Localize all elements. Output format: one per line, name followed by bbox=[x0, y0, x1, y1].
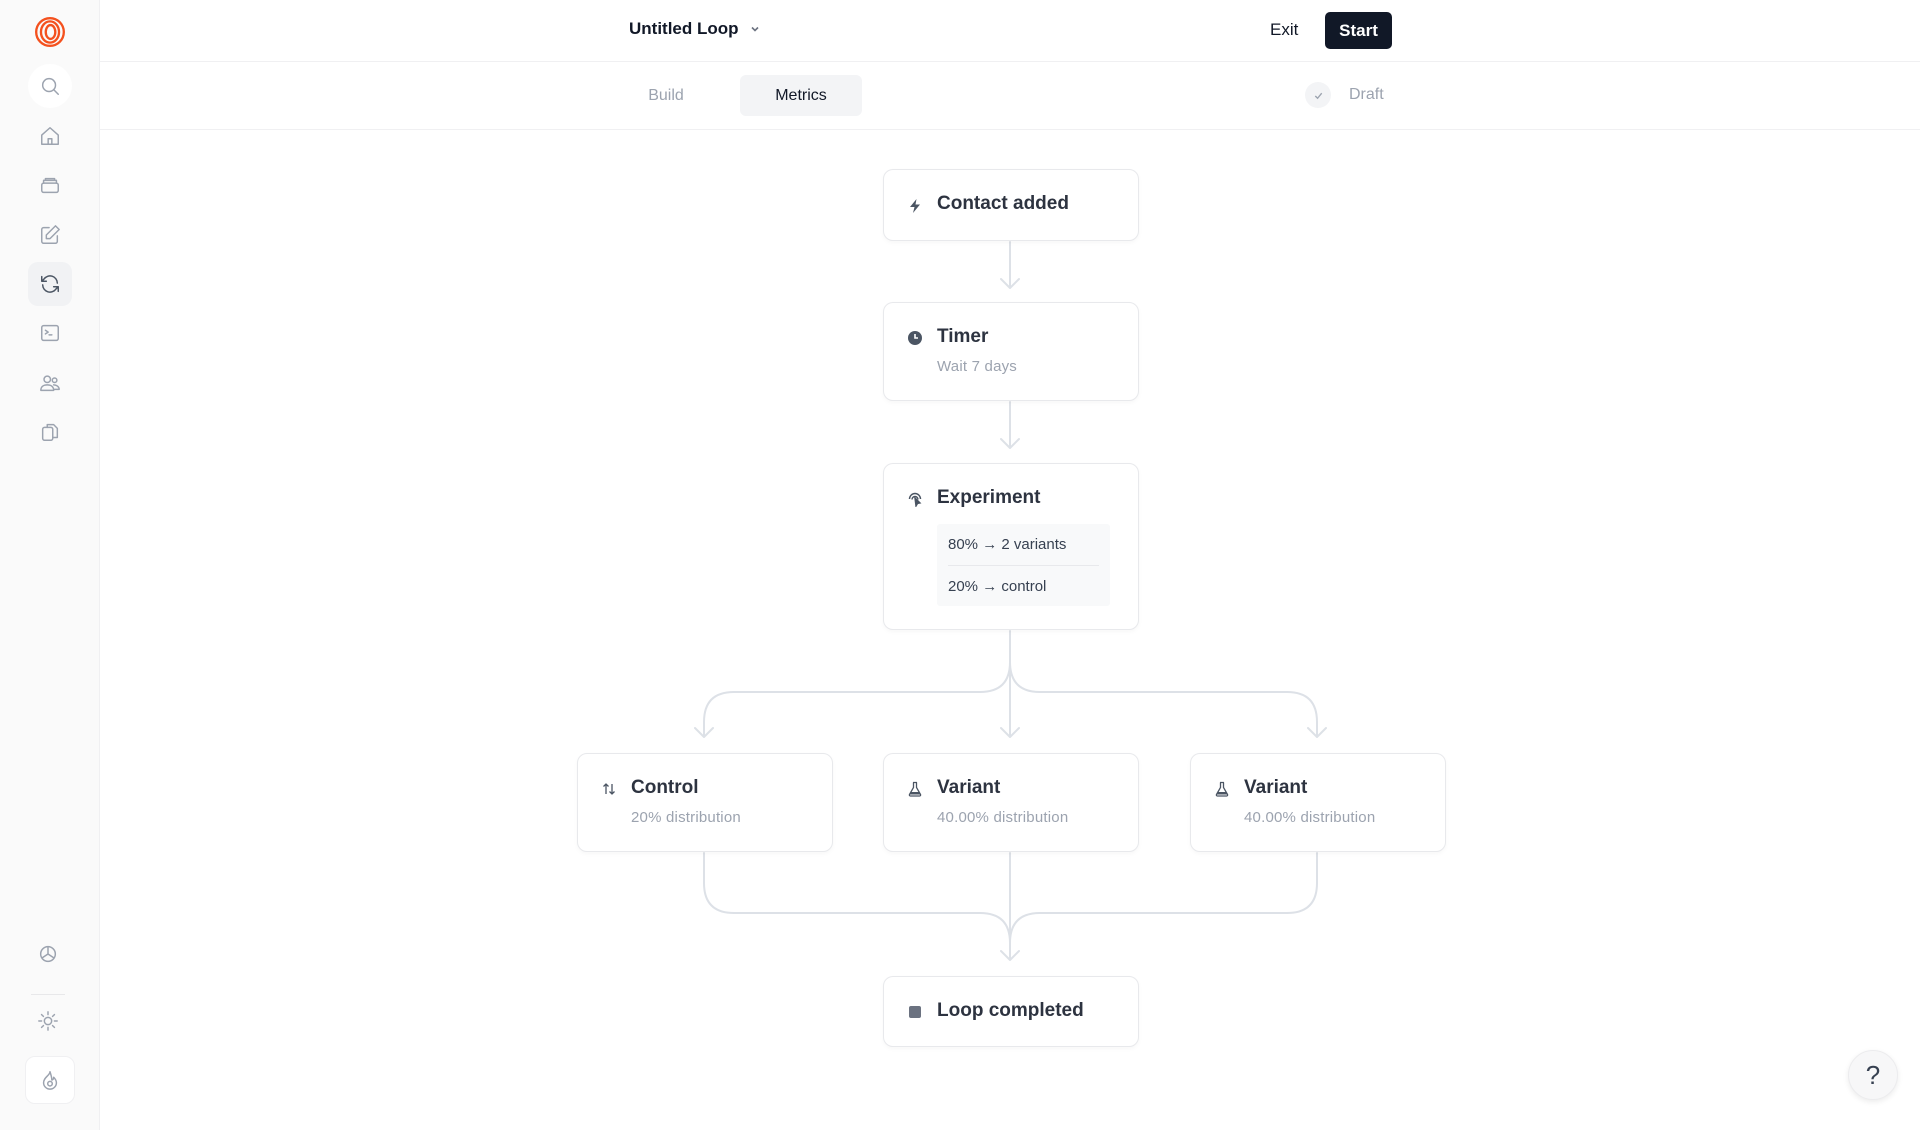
exit-button[interactable]: Exit bbox=[1270, 20, 1299, 39]
split-row: 80% → 2 variants bbox=[948, 536, 1067, 553]
sidebar-divider bbox=[31, 994, 65, 995]
loop-title-dropdown[interactable]: Untitled Loop bbox=[629, 19, 761, 39]
loop-title: Untitled Loop bbox=[629, 19, 739, 38]
lightning-icon bbox=[906, 197, 924, 215]
connector bbox=[703, 852, 1011, 944]
clock-icon bbox=[906, 329, 924, 347]
refresh-loop-icon[interactable] bbox=[28, 262, 72, 306]
sidebar bbox=[0, 0, 100, 1130]
node-title: Loop completed bbox=[937, 1000, 1084, 1021]
node-title: Variant bbox=[937, 777, 1001, 798]
users-icon[interactable] bbox=[28, 361, 72, 405]
node-subtitle: Wait 7 days bbox=[937, 358, 1018, 375]
top-header: Untitled Loop Exit Start bbox=[100, 0, 1920, 62]
node-subtitle: 20% distribution bbox=[631, 809, 741, 826]
sun-icon[interactable] bbox=[26, 999, 70, 1043]
connector bbox=[1000, 241, 1020, 289]
check-icon bbox=[1305, 82, 1331, 108]
stop-icon bbox=[906, 1003, 924, 1021]
tab-bar: Build Metrics Draft bbox=[100, 62, 1920, 130]
experiment-icon bbox=[906, 490, 924, 508]
node-title: Variant bbox=[1244, 777, 1308, 798]
start-button[interactable]: Start bbox=[1325, 12, 1392, 49]
variant-node[interactable]: Variant 40.00% distribution bbox=[1190, 753, 1446, 852]
connector bbox=[1000, 401, 1020, 449]
search-icon[interactable] bbox=[28, 64, 72, 108]
node-title: Experiment bbox=[937, 487, 1041, 508]
connector bbox=[694, 639, 1011, 738]
experiment-node[interactable]: Experiment 80% → 2 variants 20% → contro… bbox=[883, 463, 1139, 630]
settings-icon[interactable] bbox=[26, 932, 70, 976]
split-row: 20% → control bbox=[948, 565, 1099, 606]
node-title: Control bbox=[631, 777, 699, 798]
flame-icon[interactable] bbox=[25, 1056, 75, 1104]
node-subtitle: 40.00% distribution bbox=[937, 809, 1069, 826]
connector bbox=[1009, 852, 1318, 944]
variant-node[interactable]: Variant 40.00% distribution bbox=[883, 753, 1139, 852]
node-title: Contact added bbox=[937, 193, 1069, 214]
status-badge: Draft bbox=[1349, 86, 1384, 103]
help-button[interactable]: ? bbox=[1848, 1050, 1898, 1100]
node-title: Timer bbox=[937, 326, 989, 347]
flask-icon bbox=[906, 780, 924, 798]
flask-icon bbox=[1213, 780, 1231, 798]
timer-node[interactable]: Timer Wait 7 days bbox=[883, 302, 1139, 401]
tab-metrics[interactable]: Metrics bbox=[740, 75, 862, 116]
logo[interactable] bbox=[28, 10, 72, 54]
terminal-icon[interactable] bbox=[28, 311, 72, 355]
node-subtitle: 40.00% distribution bbox=[1244, 809, 1376, 826]
experiment-split-list: 80% → 2 variants 20% → control bbox=[937, 524, 1110, 606]
tab-build[interactable]: Build bbox=[648, 86, 684, 104]
home-icon[interactable] bbox=[28, 114, 72, 158]
trigger-node[interactable]: Contact added bbox=[883, 169, 1139, 241]
end-node[interactable]: Loop completed bbox=[883, 976, 1139, 1047]
archive-icon[interactable] bbox=[28, 163, 72, 207]
copy-icon[interactable] bbox=[28, 410, 72, 454]
edit-icon[interactable] bbox=[28, 213, 72, 257]
chevron-down-icon bbox=[750, 26, 759, 32]
arrows-up-down-icon bbox=[600, 780, 618, 798]
control-node[interactable]: Control 20% distribution bbox=[577, 753, 833, 852]
connector bbox=[1009, 639, 1327, 738]
